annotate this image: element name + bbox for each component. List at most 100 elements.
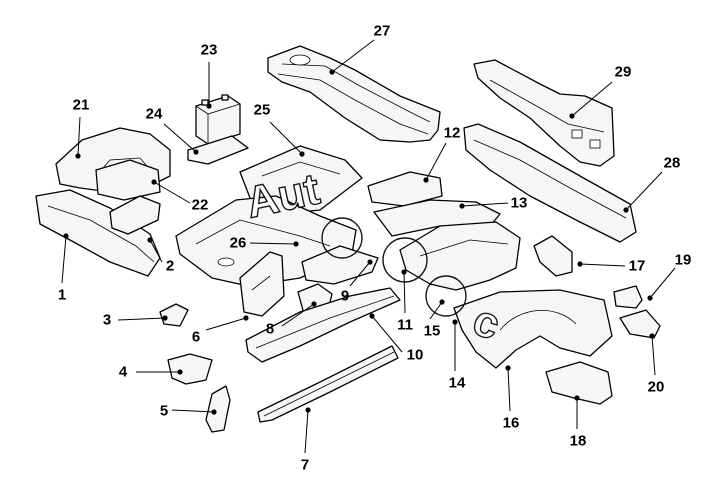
leader-dot-29 xyxy=(569,113,575,119)
part-17-bracket xyxy=(533,235,573,277)
part-28-rail xyxy=(463,123,637,243)
callout-8: 8 xyxy=(265,320,275,338)
part-2-bracket xyxy=(109,195,161,235)
callout-3: 3 xyxy=(102,311,112,329)
leader-line-9 xyxy=(349,261,371,287)
callout-2: 2 xyxy=(165,257,175,275)
callout-13: 13 xyxy=(510,194,528,212)
leader-dot-4 xyxy=(177,369,183,375)
callout-27: 27 xyxy=(373,22,391,40)
callout-9: 9 xyxy=(340,287,350,305)
leader-dot-1 xyxy=(63,233,69,239)
part-19-bracket xyxy=(613,285,643,309)
part-24-battery-tray xyxy=(187,135,249,165)
leader-line-16 xyxy=(507,367,511,412)
leader-line-15 xyxy=(429,301,443,320)
leader-line-3 xyxy=(117,317,166,321)
leader-line-22 xyxy=(153,181,191,204)
callout-20: 20 xyxy=(647,378,665,396)
leader-dot-21 xyxy=(75,153,81,159)
callout-24: 24 xyxy=(145,105,163,123)
leader-dot-24 xyxy=(193,149,199,155)
leader-line-27 xyxy=(331,39,375,73)
leader-dot-17 xyxy=(577,261,583,267)
part-22-spare-well xyxy=(95,159,161,201)
part-6-rail xyxy=(239,251,285,317)
callout-16: 16 xyxy=(502,414,520,432)
part-13-inner-panel xyxy=(373,199,501,237)
leader-line-25 xyxy=(269,121,303,155)
leader-dot-22 xyxy=(151,179,157,185)
part-14-16-wheel-arch xyxy=(453,289,613,369)
leader-dot-13 xyxy=(459,203,465,209)
leader-line-13 xyxy=(461,202,509,207)
part-27-rear-panel xyxy=(267,45,441,143)
callout-6: 6 xyxy=(191,328,201,346)
leader-dot-5 xyxy=(211,409,217,415)
leader-line-24 xyxy=(163,123,197,153)
leader-dot-28 xyxy=(623,207,629,213)
leader-dot-27 xyxy=(329,69,335,75)
leader-line-1 xyxy=(61,235,67,284)
leader-line-6 xyxy=(205,317,247,331)
leader-dot-25 xyxy=(299,151,305,157)
callout-5: 5 xyxy=(159,402,169,420)
leader-line-10 xyxy=(371,315,403,353)
leader-line-21 xyxy=(77,116,81,157)
leader-dot-14 xyxy=(452,319,458,325)
part-10-long-rail xyxy=(245,287,401,363)
callout-22: 22 xyxy=(191,196,209,214)
leader-line-29 xyxy=(571,81,613,117)
callout-1: 1 xyxy=(57,286,67,304)
callout-29: 29 xyxy=(614,63,632,81)
callout-10: 10 xyxy=(406,346,424,364)
leader-dot-2 xyxy=(147,237,153,243)
callout-11: 11 xyxy=(397,316,413,334)
leader-line-7 xyxy=(304,409,309,454)
leader-line-26 xyxy=(249,242,297,245)
leader-dot-23 xyxy=(206,103,212,109)
leader-dot-15 xyxy=(439,299,445,305)
callout-4: 4 xyxy=(118,363,128,381)
leader-dot-10 xyxy=(369,313,375,319)
callout-17: 17 xyxy=(628,257,646,275)
part-7-sill xyxy=(257,345,399,423)
leader-dot-6 xyxy=(243,315,249,321)
leader-line-17 xyxy=(579,263,626,267)
callout-23: 23 xyxy=(200,41,218,59)
callout-21: 21 xyxy=(72,96,90,114)
callout-26: 26 xyxy=(229,234,247,252)
leader-line-11 xyxy=(403,271,406,314)
part-11-15-apron xyxy=(399,221,521,291)
callout-25: 25 xyxy=(253,101,271,119)
svg-text:Aut: Aut xyxy=(242,165,324,228)
callout-15: 15 xyxy=(423,322,441,340)
leader-dot-3 xyxy=(162,315,168,321)
part-4-bracket xyxy=(167,353,213,385)
part-18-bracket xyxy=(545,361,613,405)
leader-dot-12 xyxy=(423,177,429,183)
leader-line-2 xyxy=(149,239,163,263)
leader-line-5 xyxy=(171,409,215,413)
part-1-side-rail xyxy=(35,189,161,277)
leader-line-8 xyxy=(281,303,315,327)
leader-line-20 xyxy=(651,335,656,376)
leader-dot-26 xyxy=(293,241,299,247)
leader-dot-11 xyxy=(401,269,407,275)
callout-14: 14 xyxy=(448,374,466,392)
leader-dot-18 xyxy=(574,395,580,401)
leader-dot-20 xyxy=(649,333,655,339)
part-5-bracket xyxy=(205,385,231,433)
leader-lines xyxy=(61,39,676,454)
part-23-battery xyxy=(195,94,241,145)
leader-line-12 xyxy=(425,142,447,181)
leader-dot-9 xyxy=(367,259,373,265)
callout-12: 12 xyxy=(443,124,461,142)
leader-dot-16 xyxy=(505,365,511,371)
part-29-side-panel xyxy=(473,59,615,167)
leader-line-19 xyxy=(649,267,676,299)
leader-dot-8 xyxy=(311,301,317,307)
leader-line-28 xyxy=(625,171,663,211)
